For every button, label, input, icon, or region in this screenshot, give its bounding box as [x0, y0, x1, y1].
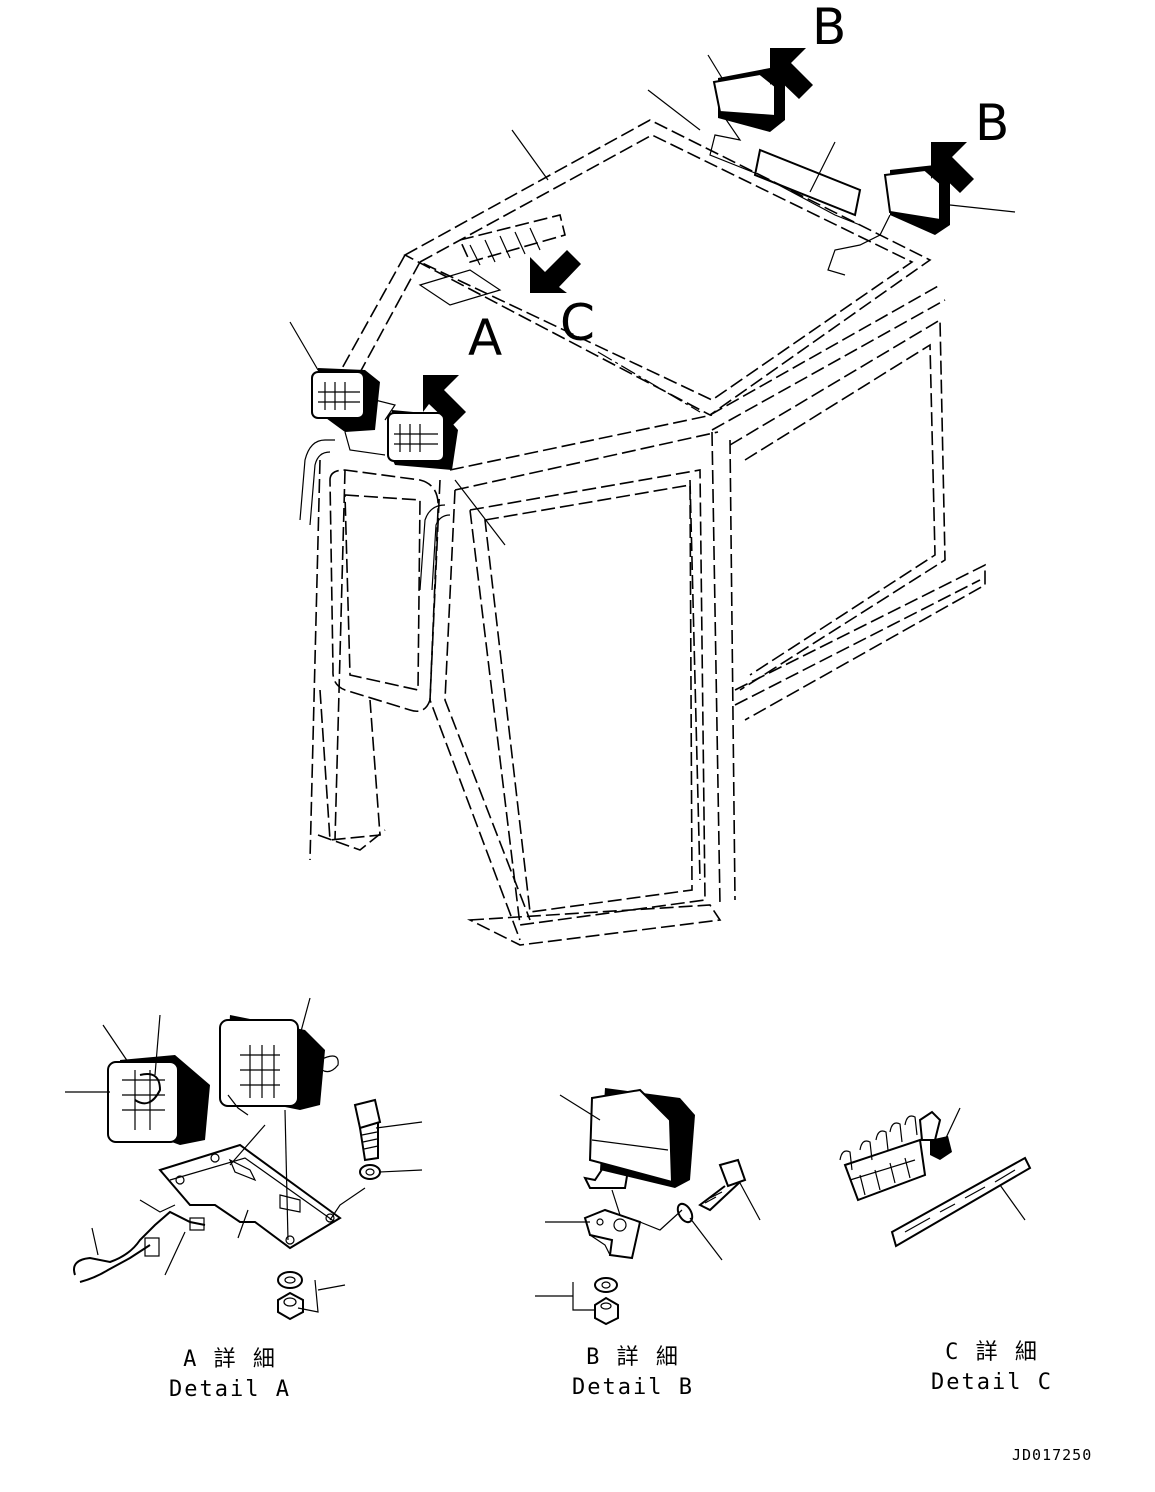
front-work-lamp-left [311, 368, 380, 432]
leader-lines-main [289, 54, 1016, 546]
detail-a-drawing [65, 997, 423, 1321]
detail-b-drawing [535, 1088, 761, 1326]
detail-c-jp: C 詳 細 [945, 1340, 1039, 1365]
callout-c: C [560, 294, 595, 352]
detail-a-jp: A 詳 細 [183, 1347, 277, 1372]
front-work-lamp-right [344, 399, 458, 470]
rear-work-lamp-left [709, 68, 861, 226]
arrow-c-icon [530, 250, 581, 293]
detail-a-en: Detail A [169, 1376, 291, 1402]
detail-b-caption: B 詳 細 Detail B [553, 1343, 713, 1402]
detail-a-caption: A 詳 細 Detail A [150, 1345, 310, 1404]
callout-a: A [468, 309, 503, 367]
detail-c-en: Detail C [931, 1369, 1053, 1395]
arrow-b-right-icon [931, 142, 974, 193]
callout-b-top: B [812, 0, 847, 56]
detail-c-drawing [839, 1107, 1032, 1248]
wiring-harness-roof [753, 148, 862, 217]
cab-frame [299, 119, 986, 946]
detail-b-en: Detail B [572, 1374, 694, 1400]
detail-b-jp: B 詳 細 [586, 1345, 680, 1370]
callout-b-right: B [975, 94, 1010, 152]
drawing-reference-number: JD017250 [1012, 1446, 1093, 1464]
arrow-b-top-icon [770, 48, 813, 99]
rear-work-lamp-right [827, 165, 950, 276]
arrow-a-icon [423, 375, 466, 426]
detail-c-caption: C 詳 細 Detail C [912, 1338, 1072, 1397]
